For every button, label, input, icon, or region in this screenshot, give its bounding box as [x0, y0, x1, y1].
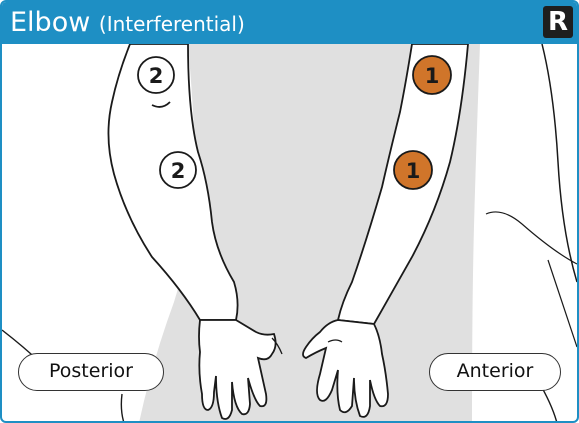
electrode-label: 2 [149, 64, 164, 88]
electrode-label: 1 [406, 159, 421, 183]
electrode-posterior-lower: 2 [160, 152, 196, 188]
electrode-label: 1 [425, 64, 440, 88]
title-subtitle: (Interferential) [99, 12, 245, 36]
torso-outline [542, 44, 577, 282]
electrode-anterior-lower: 1 [394, 151, 432, 189]
diagram-title: Elbow (Interferential) [10, 7, 245, 40]
left-hip-line [121, 394, 124, 423]
posterior-view-label: Posterior [18, 353, 164, 391]
anterior-view-label: Anterior [429, 353, 561, 391]
title-bar: Elbow (Interferential) R [2, 2, 577, 44]
side-badge: R [543, 6, 573, 38]
title-main: Elbow [10, 7, 90, 38]
electrode-posterior-upper: 2 [138, 57, 174, 93]
electrode-anterior-upper: 1 [413, 56, 451, 94]
electrode-label: 2 [171, 159, 186, 183]
torso-crease [548, 260, 577, 347]
